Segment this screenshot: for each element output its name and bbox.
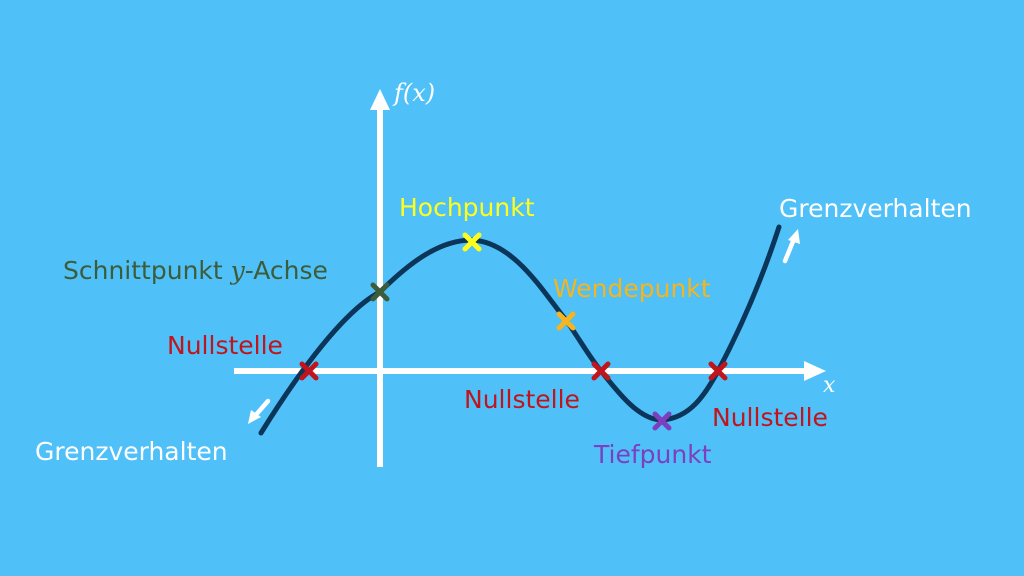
y-axis-label: f(x) (394, 79, 436, 107)
y-axis-arrowhead (370, 89, 390, 110)
nullstelle-left-marker-icon (299, 361, 319, 381)
nullstelle-right-marker-icon (708, 361, 728, 381)
schnittpunkt-label-suffix: -Achse (244, 256, 328, 285)
wendepunkt-marker-icon (556, 311, 576, 331)
grenzverhalten-left-arrow-icon (248, 398, 271, 424)
nullstelle-mid-label: Nullstelle (464, 385, 580, 414)
schnittpunkt-label-prefix: Schnittpunkt (63, 256, 231, 285)
nullstelle-right-label: Nullstelle (712, 403, 828, 432)
hochpunkt-marker-icon (462, 232, 482, 252)
hochpunkt-label: Hochpunkt (399, 193, 535, 222)
x-axis-label: x (823, 373, 836, 398)
schnittpunkt-marker-icon (370, 282, 390, 302)
nullstelle-left-label: Nullstelle (167, 331, 283, 360)
grenzverhalten-right-arrow-icon (782, 229, 800, 264)
grenzverhalten-left-label: Grenzverhalten (35, 437, 228, 466)
nullstelle-mid-marker-icon (591, 361, 611, 381)
tiefpunkt-marker-icon (652, 411, 672, 431)
tiefpunkt-label: Tiefpunkt (594, 440, 712, 469)
wendepunkt-label: Wendepunkt (553, 274, 711, 303)
grenzverhalten-right-label: Grenzverhalten (779, 194, 972, 223)
schnittpunkt-label: Schnittpunkt y-Achse (63, 256, 328, 286)
schnittpunkt-label-variable: y (230, 256, 245, 285)
x-axis-arrowhead (804, 361, 826, 381)
